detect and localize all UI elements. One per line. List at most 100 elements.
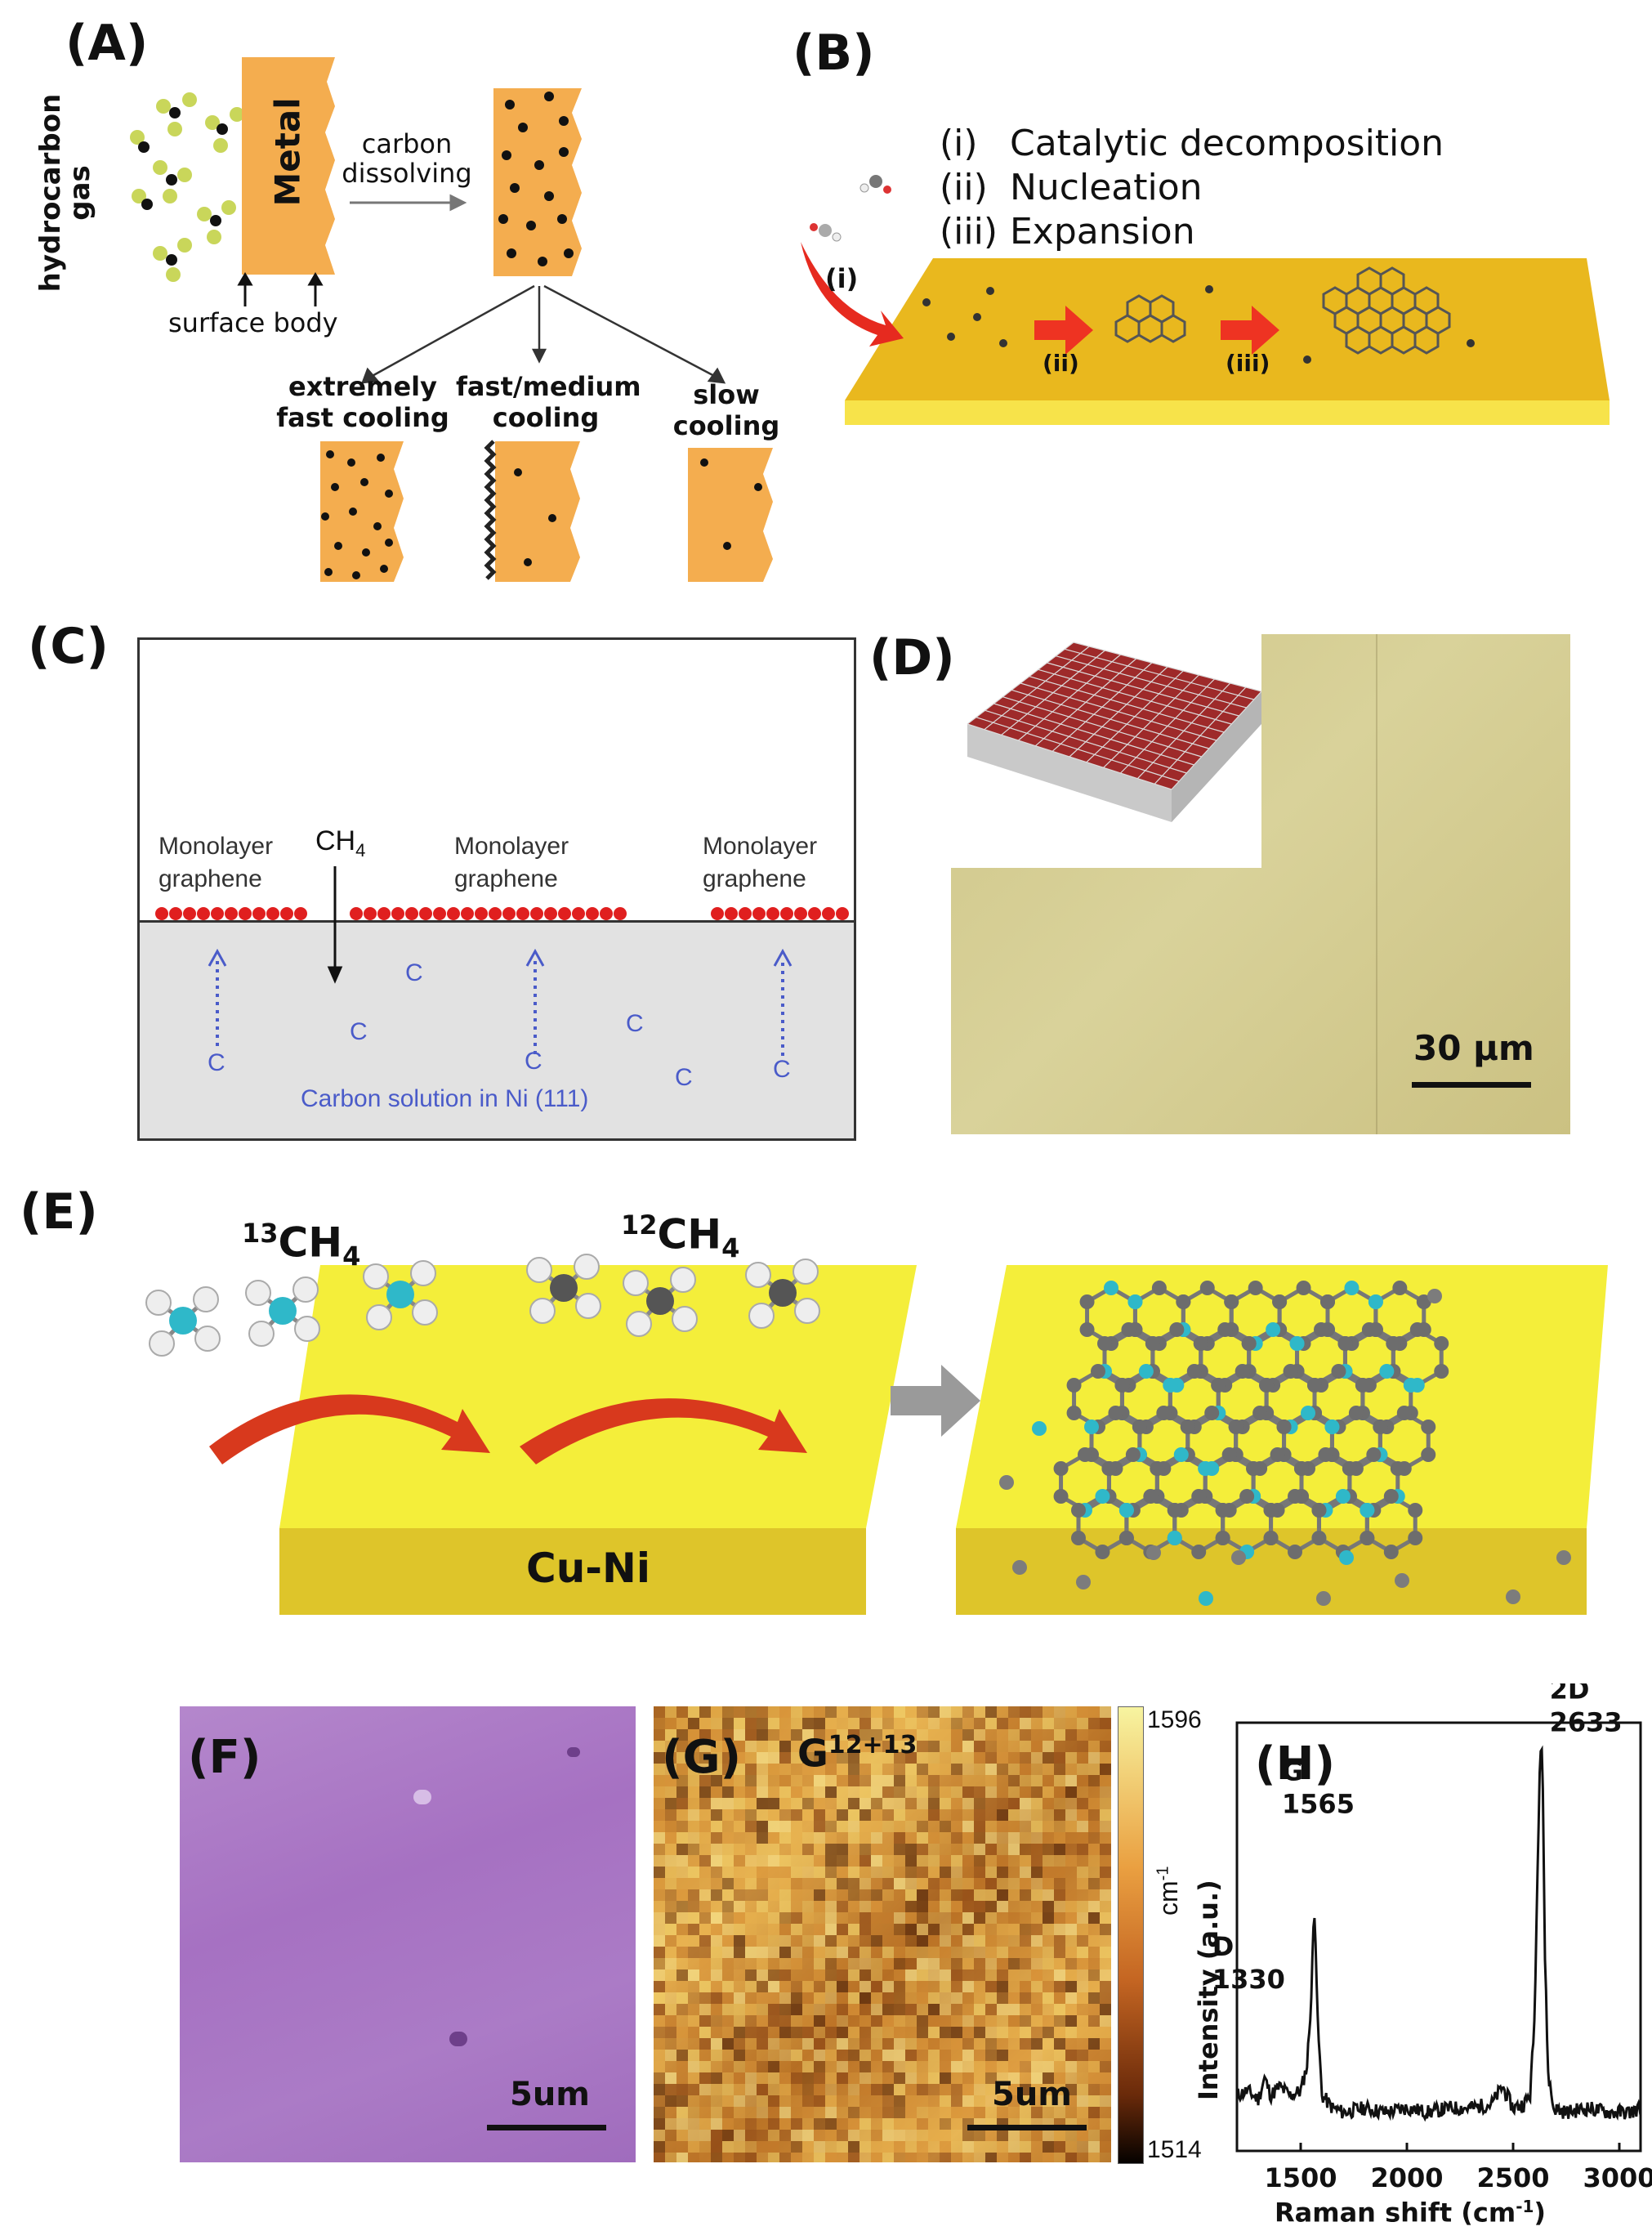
lattice-atom	[1348, 1406, 1364, 1420]
map-pixel	[757, 2004, 768, 2015]
map-pixel	[688, 2107, 699, 2118]
map-pixel	[1065, 2050, 1077, 2061]
map-pixel	[779, 2095, 791, 2107]
lattice-line	[1073, 642, 1261, 692]
map-pixel	[1043, 2084, 1054, 2095]
map-pixel	[745, 2095, 757, 2107]
map-pixel	[1100, 1798, 1111, 1809]
lattice-atom	[1118, 1531, 1134, 1545]
map-pixel	[882, 1969, 894, 1981]
panel-g: (G) G12+13 5um 1596 1514 cm-1	[654, 1706, 1202, 2164]
graphene-atom	[391, 907, 404, 920]
lattice-atom	[1167, 1531, 1182, 1545]
map-pixel	[1100, 1992, 1111, 2004]
map-pixel	[654, 1935, 665, 1947]
carbon-solution-label: Carbon solution in Ni (111)	[301, 1085, 589, 1112]
map-pixel	[859, 1992, 871, 2004]
graphene-atom	[197, 907, 210, 920]
map-pixel	[917, 2072, 928, 2084]
map-pixel	[814, 2095, 825, 2107]
map-pixel	[1077, 1844, 1088, 1855]
map-pixel	[894, 1901, 905, 1912]
map-pixel	[848, 2038, 859, 2050]
map-pixel	[699, 2153, 711, 2162]
map-pixel	[676, 2107, 688, 2118]
map-pixel	[779, 2072, 791, 2084]
map-pixel	[951, 1706, 962, 1718]
map-pixel	[871, 1775, 882, 1786]
map-pixel	[1088, 1775, 1100, 1786]
map-pixel	[985, 1924, 997, 1935]
map-pixel	[905, 1935, 917, 1947]
map-pixel	[734, 1775, 745, 1786]
map-pixel	[802, 2130, 814, 2141]
map-pixel	[734, 1901, 745, 1912]
map-pixel	[665, 2107, 676, 2118]
lattice-atom	[1118, 1503, 1134, 1518]
map-pixel	[1100, 2141, 1111, 2153]
map-pixel	[779, 1786, 791, 1798]
map-pixel	[722, 2072, 734, 2084]
lattice-atom	[1331, 1364, 1346, 1379]
map-pixel	[974, 1741, 985, 1752]
map-pixel	[654, 2072, 665, 2084]
map-pixel	[779, 1706, 791, 1718]
map-pixel	[734, 2153, 745, 2162]
map-pixel	[654, 1844, 665, 1855]
map-pixel	[894, 2130, 905, 2141]
scale-bar-g	[967, 2125, 1087, 2130]
map-pixel	[791, 1752, 802, 1764]
map-pixel	[871, 1981, 882, 1992]
map-pixel	[848, 1741, 859, 1752]
lattice-atom	[1259, 1378, 1275, 1393]
map-pixel	[894, 2061, 905, 2072]
map-pixel	[951, 2061, 962, 2072]
map-pixel	[917, 1867, 928, 1878]
map-pixel	[1077, 2130, 1088, 2141]
map-pixel	[882, 2072, 894, 2084]
map-pixel	[940, 1878, 951, 1889]
map-pixel	[882, 1901, 894, 1912]
map-pixel	[757, 2118, 768, 2130]
map-pixel	[917, 1855, 928, 1867]
map-pixel	[1077, 1821, 1088, 1832]
map-pixel	[722, 1741, 734, 1752]
map-pixel	[699, 2050, 711, 2061]
map-pixel	[734, 1706, 745, 1718]
map-pixel	[997, 2095, 1008, 2107]
map-pixel	[1008, 1901, 1020, 1912]
map-pixel	[1054, 1706, 1065, 1718]
map-pixel	[894, 2038, 905, 2050]
map-pixel	[814, 1786, 825, 1798]
lattice-atom	[1383, 1489, 1399, 1504]
lattice-atom	[1138, 1364, 1154, 1379]
map-pixel	[951, 1912, 962, 1924]
map-pixel	[722, 1889, 734, 1901]
lattice-atom	[1095, 1545, 1110, 1559]
map-pixel	[814, 1924, 825, 1935]
map-pixel	[791, 1969, 802, 1981]
map-pixel	[734, 1752, 745, 1764]
map-pixel	[837, 2038, 848, 2050]
map-pixel	[940, 2130, 951, 2141]
map-pixel	[688, 1786, 699, 1798]
panel-c-diagram	[155, 866, 849, 1056]
map-pixel	[859, 1947, 871, 1958]
map-pixel	[962, 1992, 974, 2004]
map-pixel	[802, 1981, 814, 1992]
map-pixel	[962, 1924, 974, 1935]
map-pixel	[1100, 1821, 1111, 1832]
map-pixel	[940, 1992, 951, 2004]
map-pixel	[711, 2072, 722, 2084]
map-pixel	[699, 1947, 711, 1958]
map-pixel	[1065, 1878, 1077, 1889]
map-pixel	[1088, 2004, 1100, 2015]
map-pixel	[1008, 2084, 1020, 2095]
map-pixel	[871, 2107, 882, 2118]
map-pixel	[974, 2038, 985, 2050]
map-pixel	[974, 1981, 985, 1992]
map-pixel	[1031, 1878, 1043, 1889]
map-pixel	[894, 1832, 905, 1844]
